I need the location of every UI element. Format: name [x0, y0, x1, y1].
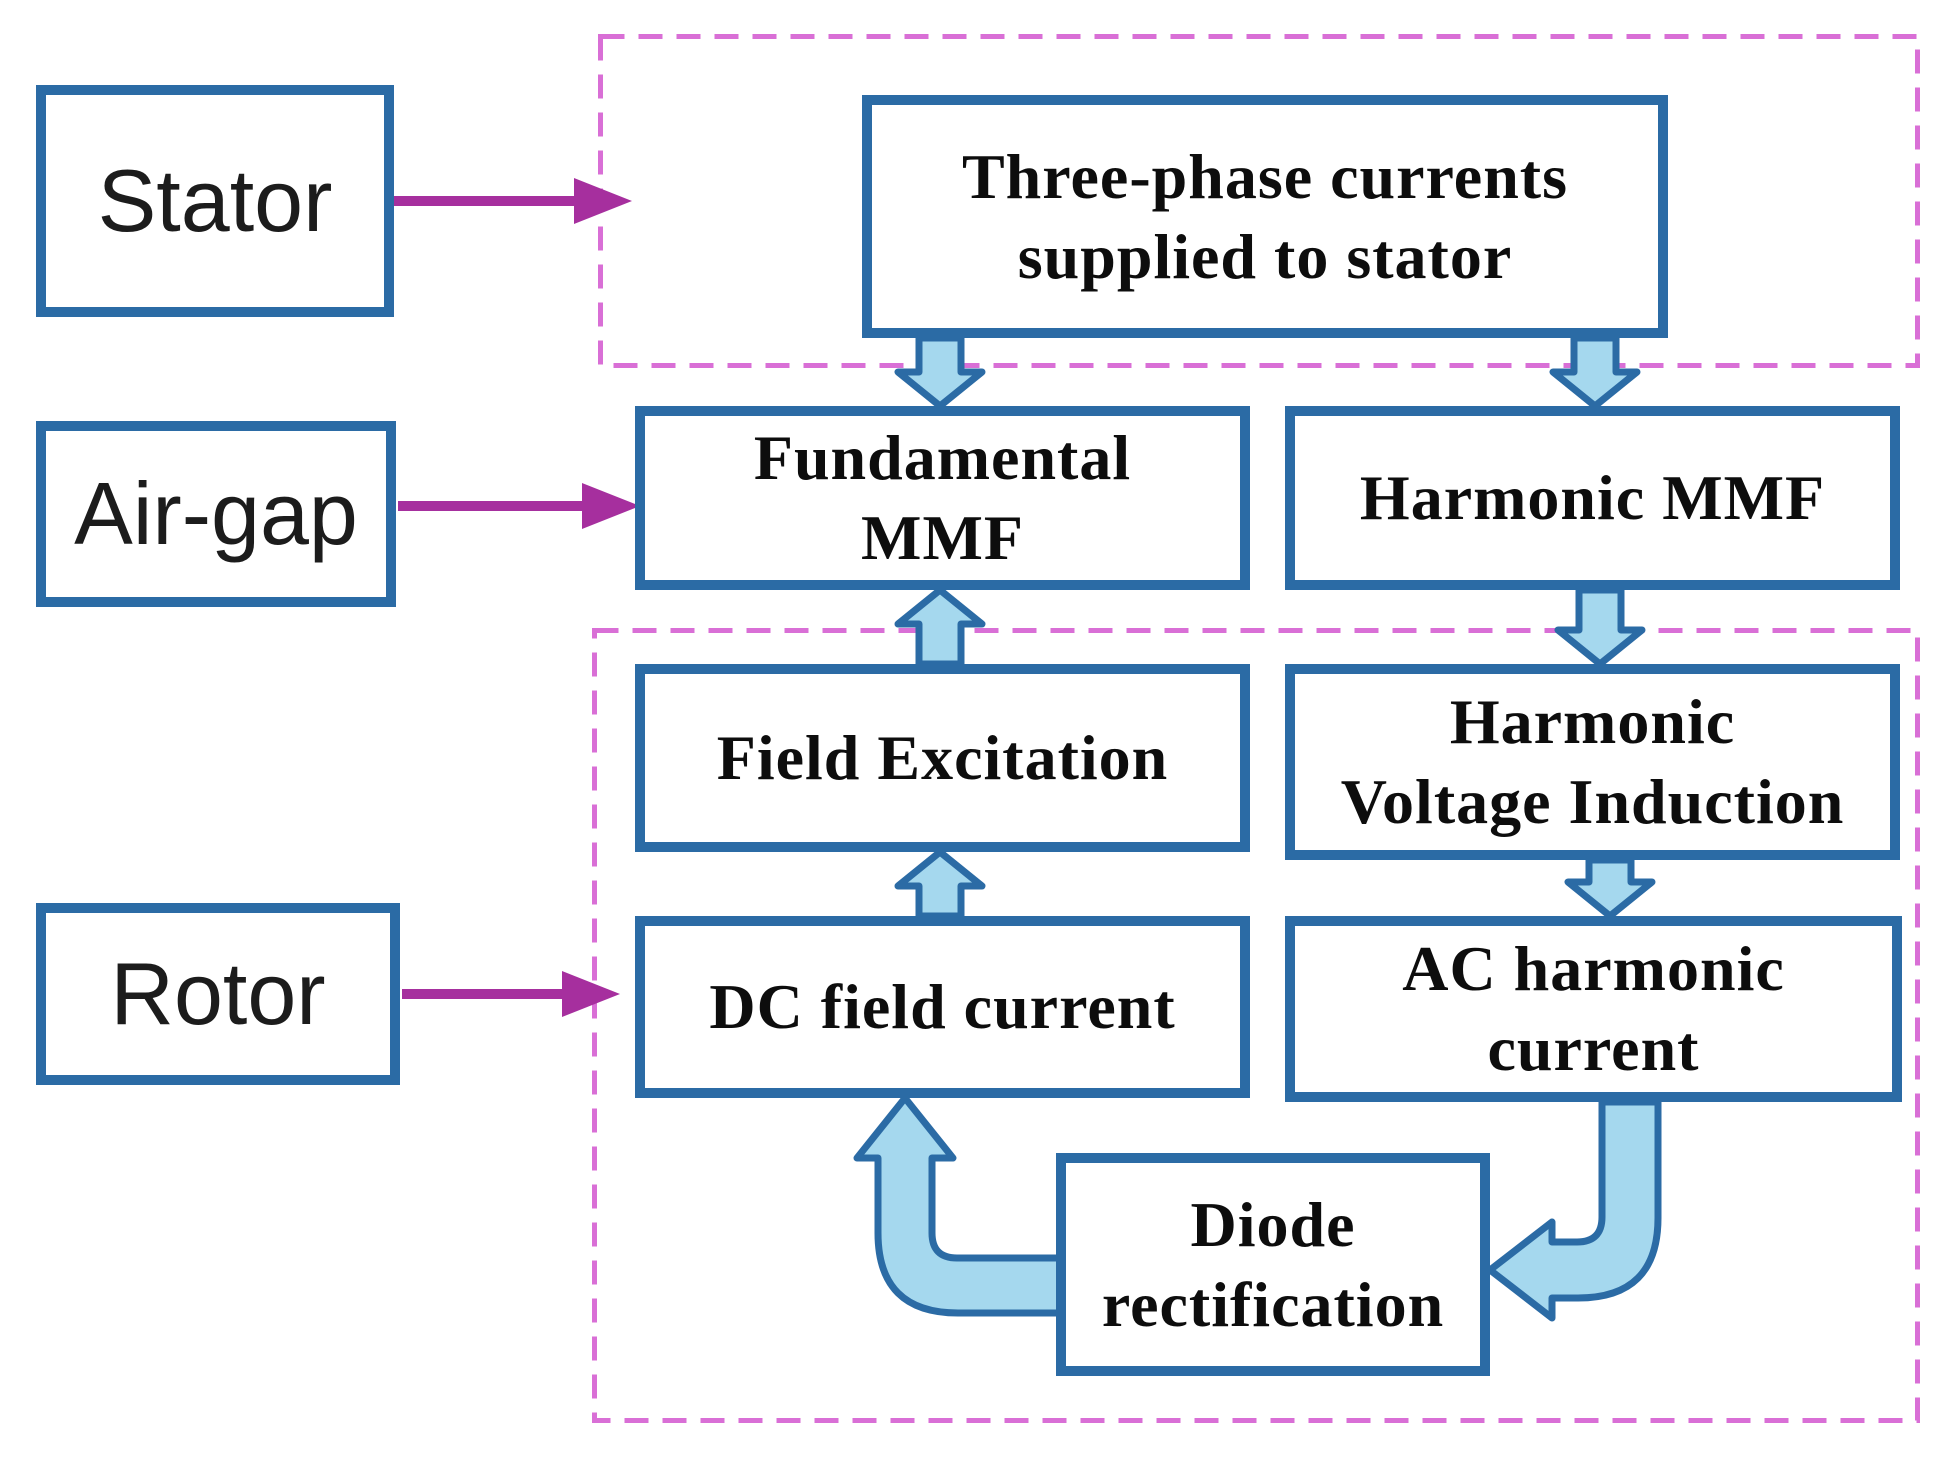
block-arrow-fieldexcitation-to-fundamental — [894, 586, 986, 668]
node-text-line: rectification — [1101, 1268, 1445, 1340]
node-text-line: supplied to stator — [1017, 220, 1513, 292]
block-arrow-acharmonic-to-diode — [1486, 1098, 1662, 1322]
node-text-line: DC field current — [709, 971, 1176, 1042]
node-text-line: Fundamental — [753, 422, 1132, 493]
node-text-line: AC harmonic — [1402, 933, 1785, 1004]
airgap-label: Air-gap — [74, 464, 358, 563]
block-arrow-diode-to-dcfield — [853, 1094, 1066, 1317]
node-text-line: Field Excitation — [716, 722, 1169, 793]
node-three-phase-currents: Three-phase currents supplied to stator — [862, 95, 1668, 338]
block-arrow-threephase-to-fundamental — [894, 334, 986, 410]
block-arrow-threephase-to-harmonicmmf — [1549, 334, 1641, 410]
node-ac-harmonic-current: AC harmonic current — [1285, 916, 1902, 1102]
node-harmonic-mmf: Harmonic MMF — [1285, 406, 1900, 590]
node-text-line: Harmonic — [1449, 686, 1736, 757]
stator-label-box: Stator — [36, 85, 394, 317]
stator-label: Stator — [97, 151, 333, 250]
rotor-label: Rotor — [110, 944, 326, 1043]
block-arrow-voltageinduction-to-acharmonic — [1564, 856, 1656, 920]
rotor-arrow — [402, 971, 620, 1017]
node-field-excitation: Field Excitation — [635, 664, 1250, 852]
rotor-dashed-container — [592, 628, 1920, 1423]
node-fundamental-mmf: Fundamental MMF — [635, 406, 1250, 590]
block-arrow-dcfield-to-fieldexcitation — [894, 848, 986, 920]
node-text-line: MMF — [861, 502, 1024, 573]
stator-arrow — [394, 178, 632, 224]
node-text-line: Voltage Induction — [1340, 766, 1845, 837]
airgap-label-box: Air-gap — [36, 421, 396, 607]
node-text-line: Diode — [1190, 1188, 1356, 1260]
node-diode-rectification: Diode rectification — [1056, 1153, 1490, 1376]
node-text-line: Three-phase currents — [961, 140, 1569, 212]
node-harmonic-voltage-induction: Harmonic Voltage Induction — [1285, 664, 1900, 860]
rotor-label-box: Rotor — [36, 903, 400, 1085]
airgap-arrow — [398, 483, 640, 529]
block-arrow-harmonicmmf-to-voltageinduction — [1554, 586, 1646, 668]
node-text-line: Harmonic MMF — [1359, 462, 1826, 533]
node-text-line: current — [1487, 1013, 1700, 1084]
node-dc-field-current: DC field current — [635, 916, 1250, 1098]
